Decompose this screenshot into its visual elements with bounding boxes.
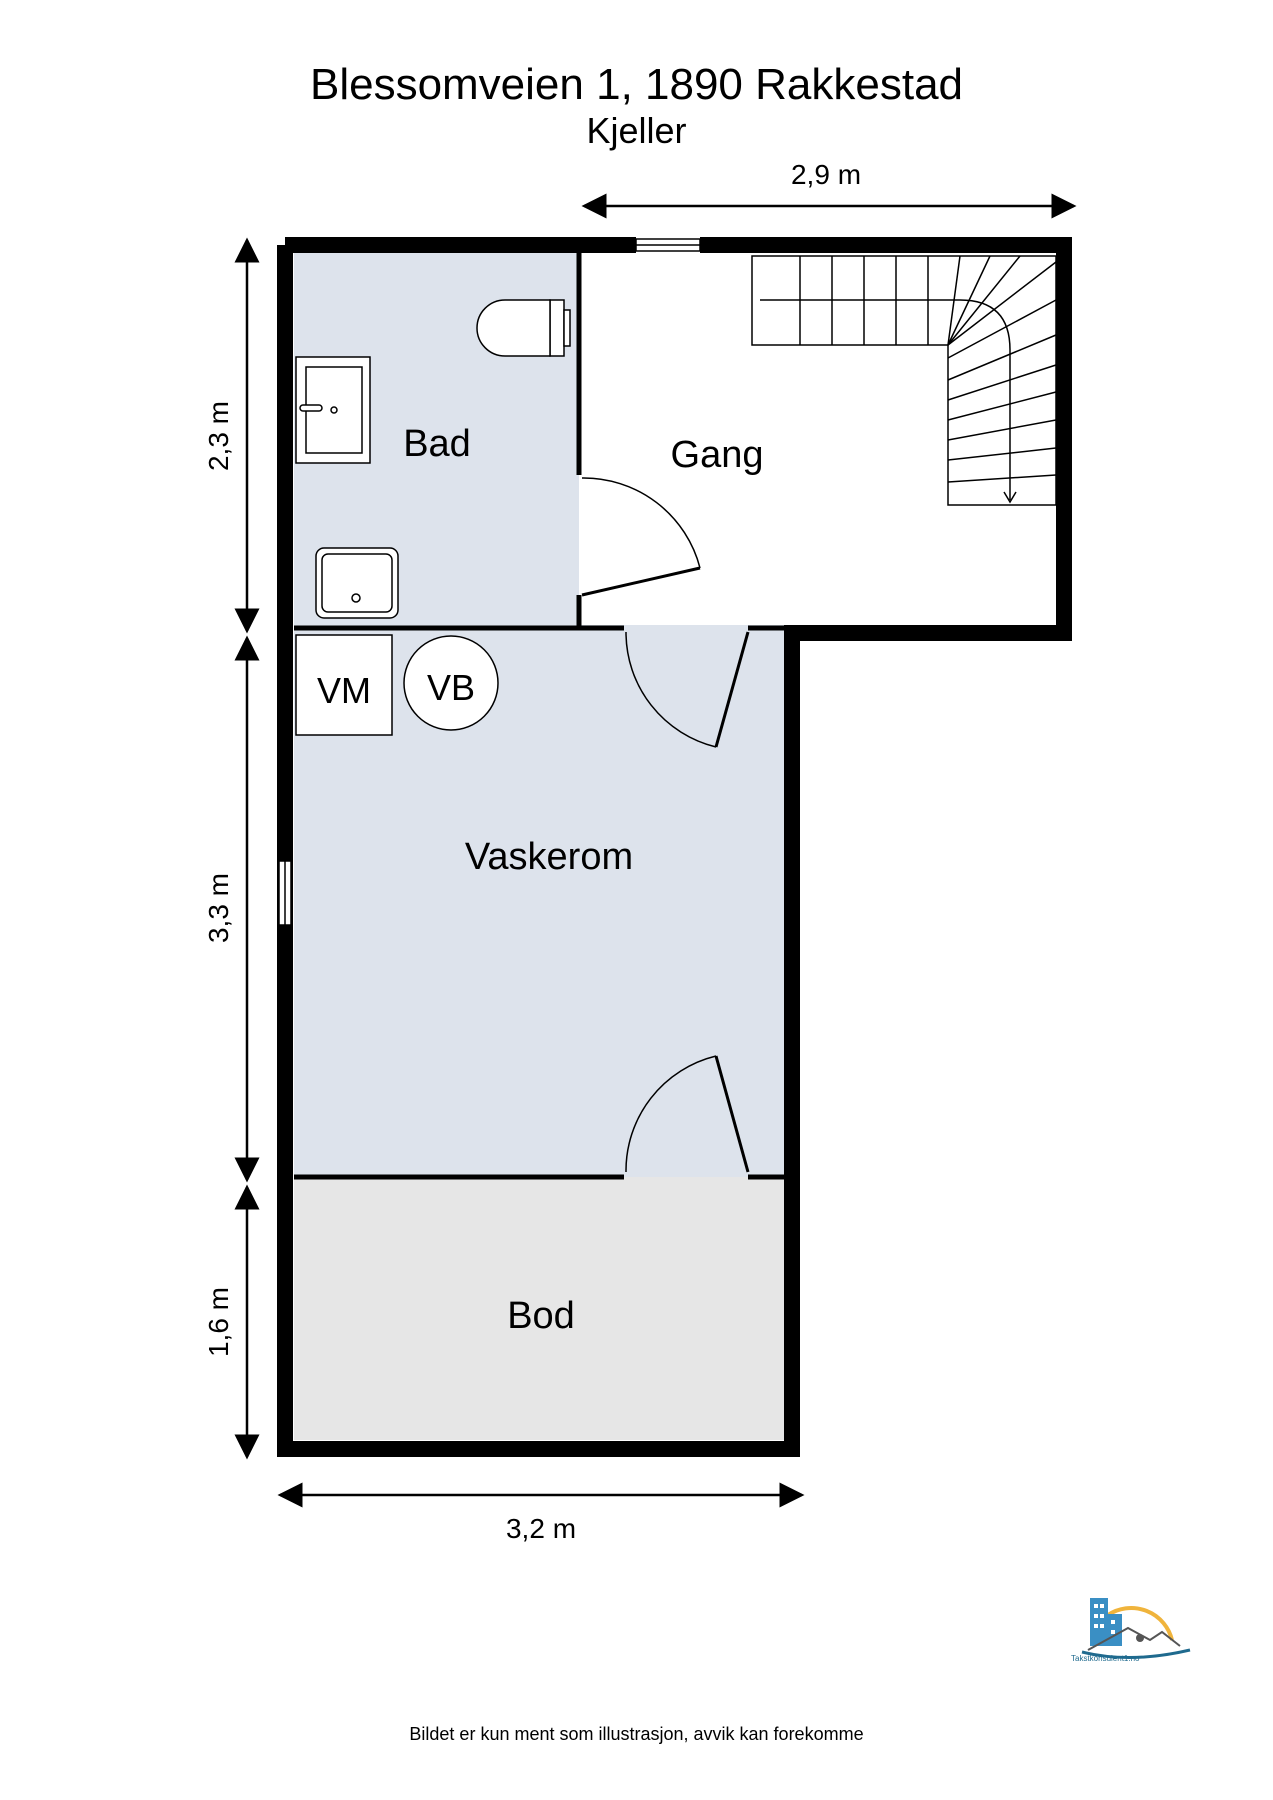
water-heater-circle xyxy=(403,635,499,731)
address-title: Blessomveien 1, 1890 Rakkestad xyxy=(309,60,964,109)
laundry-fixtures xyxy=(295,634,499,736)
walls xyxy=(277,237,1072,1457)
stairs-icon xyxy=(751,255,1057,506)
logo-sun-arc xyxy=(1106,1606,1174,1641)
room-label-bad: Bad xyxy=(403,423,471,465)
logo-text: Takstkonsulent1.no xyxy=(1071,1654,1140,1663)
door-vaskerom-bod xyxy=(625,1055,750,1173)
logo-wave xyxy=(1081,1648,1191,1660)
outer-wall xyxy=(277,237,1072,1457)
dimension-label-bod: 1,6 m xyxy=(203,1287,234,1357)
logo-roof-icon xyxy=(1087,1626,1181,1651)
room-labels: Bad Gang Vaskerom Bod VM VB xyxy=(317,423,763,1337)
windows xyxy=(278,238,701,926)
floor-title: Kjeller xyxy=(586,110,687,151)
bod-fill xyxy=(294,1177,785,1440)
dimension-labels: 2,9 m 3,2 m 2,3 m 3,3 m 1,6 m xyxy=(203,159,861,1544)
fixture-label-vb: VB xyxy=(427,667,475,708)
bathroom-fixtures xyxy=(295,299,571,619)
washing-machine-box xyxy=(295,634,393,736)
room-label-bod: Bod xyxy=(507,1295,575,1337)
disclaimer: Bildet er kun ment som illustrasjon, avv… xyxy=(409,1724,864,1744)
dimension-label-bad: 2,3 m xyxy=(203,401,234,471)
company-logo xyxy=(1081,1598,1191,1660)
stair-direction-arrow xyxy=(760,299,1011,500)
dimension-label-bottom: 3,2 m xyxy=(506,1513,576,1544)
dimension-label-vaskerom: 3,3 m xyxy=(203,873,234,943)
shower-icon xyxy=(315,547,399,619)
door-gang-vaskerom xyxy=(625,631,750,748)
fixture-label-vm: VM xyxy=(317,670,371,711)
doors xyxy=(581,477,750,1173)
door-bad xyxy=(581,477,701,597)
sink-icon xyxy=(295,356,371,464)
toilet-icon xyxy=(476,299,571,357)
dimension-label-top: 2,9 m xyxy=(791,159,861,190)
dimension-lines xyxy=(234,193,1077,1508)
stair-treads-side xyxy=(947,299,1057,483)
room-label-vaskerom: Vaskerom xyxy=(465,836,633,878)
room-label-gang: Gang xyxy=(671,434,764,476)
